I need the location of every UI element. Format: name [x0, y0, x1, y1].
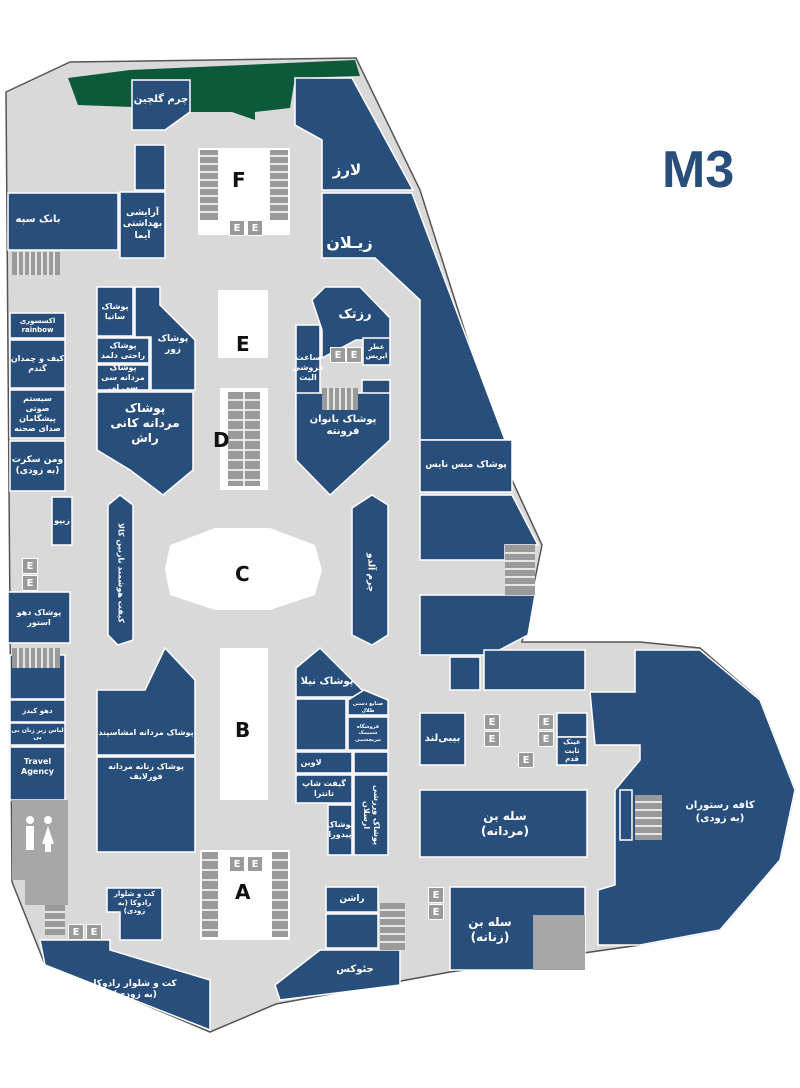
- store-sanaye[interactable]: صنایع دستی طلال: [352, 701, 384, 714]
- zone-b: B: [235, 718, 251, 742]
- elevator-icon: E: [247, 220, 263, 236]
- store-satia[interactable]: پوشاک ساتیا: [101, 301, 129, 321]
- store-forlife[interactable]: پوشاک زنانه مردانه فورلایف: [108, 762, 184, 781]
- elevator-icon: E: [428, 904, 444, 920]
- store-women-secret[interactable]: ومن سکرت (به زودی): [11, 454, 64, 476]
- store-rashen[interactable]: راشن: [339, 893, 365, 904]
- store-elite[interactable]: ساعت فروشی الیت: [292, 352, 324, 382]
- store-sellebon-men[interactable]: سله بن (مردانه): [481, 809, 529, 838]
- elevator-icon: E: [247, 856, 263, 872]
- elevator-icon: E: [22, 575, 38, 591]
- elevator-icon: E: [229, 856, 245, 872]
- store-iris[interactable]: عطر ایریس: [365, 342, 388, 360]
- store-lavin[interactable]: لاوین: [300, 757, 322, 767]
- store-eynak[interactable]: عینک ثابت قدم: [563, 737, 581, 764]
- elevator-icon: E: [346, 347, 362, 363]
- store-bb[interactable]: لباس زیر زنان بی بی: [11, 726, 64, 742]
- zone-e: E: [236, 332, 250, 356]
- zone-a: A: [235, 880, 251, 904]
- store-sound[interactable]: سیستم صوتی پیشگامان صدای صحنه: [14, 394, 61, 433]
- elevator-icon: E: [229, 220, 245, 236]
- store-tantra[interactable]: گیفت شاپ تانترا: [302, 779, 346, 798]
- elevator-icon: E: [538, 731, 554, 747]
- store-pidora[interactable]: پوشاک پیدورا: [326, 820, 354, 839]
- service-area: [533, 915, 585, 970]
- store-zilan[interactable]: زیـلان: [326, 233, 373, 252]
- elevator-icon: E: [68, 924, 84, 940]
- elevator-icon: E: [484, 714, 500, 730]
- restroom-icon: [26, 816, 54, 852]
- elevator-icon: E: [22, 558, 38, 574]
- elevator-icon: E: [538, 714, 554, 730]
- store-dahoo-store[interactable]: پوشاک دهو استور: [16, 607, 62, 627]
- store-kanirash[interactable]: پوشاک مردانه کانی راش: [110, 400, 180, 445]
- zone-d: D: [213, 428, 230, 452]
- store-kif-hooshmand[interactable]: کیفت هوشمند نازنین کالا: [116, 522, 126, 623]
- store-arayeshi[interactable]: آرایشی بهداشتی آیما: [122, 208, 163, 241]
- elevator-icon: E: [86, 924, 102, 940]
- floor-title: M3: [662, 141, 735, 199]
- store-arsalan[interactable]: پوشاک ورزشی ارسلان: [362, 784, 381, 845]
- store-misnice[interactable]: پوشاک میس نایس: [425, 460, 507, 471]
- elevator-icon: E: [330, 347, 346, 363]
- store-jeox[interactable]: جئوکس: [336, 963, 374, 975]
- elevator-icon: E: [484, 731, 500, 747]
- elevator-icon: E: [428, 887, 444, 903]
- zone-f: F: [232, 168, 246, 192]
- store-charm-golchin[interactable]: چرم گلچین: [133, 93, 189, 105]
- store-sellebon-women[interactable]: سله بن (زنانه): [468, 915, 512, 944]
- store-ccl[interactable]: پوشاک مردانه سی سی لی: [101, 362, 145, 392]
- store-nila[interactable]: پوشاک نیلا: [300, 675, 354, 687]
- store-zipo[interactable]: زیپو: [54, 516, 70, 525]
- store-kif[interactable]: کیف و چمدان گندم: [10, 354, 65, 373]
- store-foronte[interactable]: پوشاک بانوان فرونته: [309, 413, 377, 438]
- store-larz[interactable]: لارز: [332, 160, 362, 179]
- zone-c: C: [235, 562, 250, 586]
- shops: [7, 77, 796, 1032]
- store-aldo[interactable]: چرم آلدو: [365, 552, 376, 593]
- store-fooroshgah[interactable]: فروشگاه شمیمک تیریچشمی: [354, 724, 381, 743]
- store-rainbow[interactable]: اکسسوری rainbow: [19, 316, 56, 334]
- store-radoka-small[interactable]: کت و شلوار رادوکا (به زودی): [113, 889, 156, 916]
- store-dahoo-kids[interactable]: دهو کیدز: [22, 706, 53, 715]
- store-radoka[interactable]: کت و شلوار رادوکا (به زودی): [93, 978, 177, 1000]
- store-travel[interactable]: Travel Agency: [21, 757, 54, 776]
- restroom-area: [12, 800, 68, 880]
- store-zoor[interactable]: پوشاک زور: [157, 333, 189, 355]
- store-bank-sepah[interactable]: بانک سپه: [15, 213, 61, 225]
- store-cafe[interactable]: کافه رستوران (به زودی): [685, 800, 755, 824]
- store-babyland[interactable]: بیبی‌لند: [424, 732, 461, 744]
- escalator-stripes: [17, 155, 662, 943]
- store-roztak[interactable]: رزتک: [338, 306, 372, 322]
- elevator-icon: E: [518, 752, 534, 768]
- store-rahati[interactable]: پوشاک راحتی دلمد: [100, 340, 146, 360]
- store-emshasiand[interactable]: پوشاک مردانه امشاسپند: [98, 727, 194, 737]
